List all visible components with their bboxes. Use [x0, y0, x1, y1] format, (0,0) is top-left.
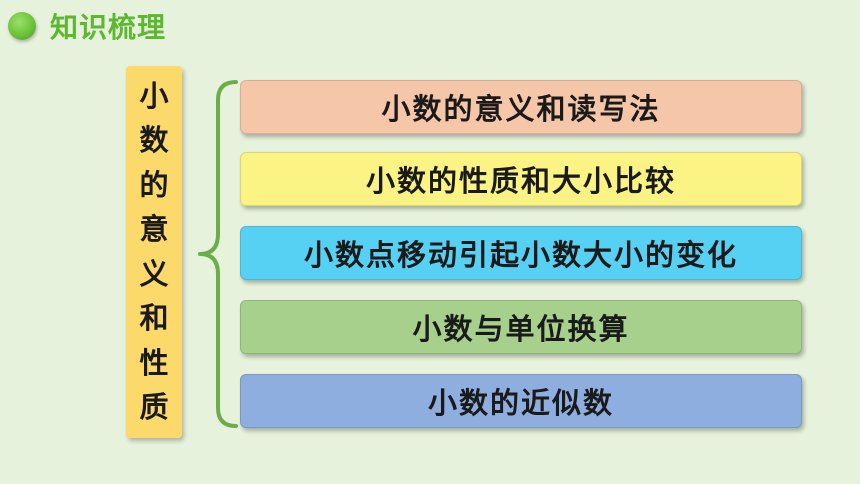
curly-brace — [198, 80, 238, 428]
main-topic-char: 和 — [139, 301, 169, 336]
topic-box-properties: 小数的性质和大小比较 — [240, 152, 802, 206]
main-topic-char: 质 — [139, 390, 169, 425]
section-header: 知识梳理 — [8, 8, 166, 44]
topic-box-approximation: 小数的近似数 — [240, 374, 802, 428]
main-topic-box: 小 数 的 意 义 和 性 质 — [126, 66, 182, 438]
section-title: 知识梳理 — [50, 11, 167, 44]
main-topic-char: 性 — [139, 345, 169, 380]
main-topic-char: 义 — [139, 256, 169, 291]
main-topic-char: 数 — [139, 123, 169, 158]
main-topic-char: 的 — [139, 167, 169, 202]
topic-box-decimal-point-shift: 小数点移动引起小数大小的变化 — [240, 226, 802, 280]
topic-box-unit-conversion: 小数与单位换算 — [240, 300, 802, 354]
green-dot-icon — [8, 12, 36, 40]
topic-box-meaning: 小数的意义和读写法 — [240, 80, 802, 134]
main-topic-char: 意 — [139, 212, 169, 247]
main-topic-char: 小 — [139, 78, 169, 113]
